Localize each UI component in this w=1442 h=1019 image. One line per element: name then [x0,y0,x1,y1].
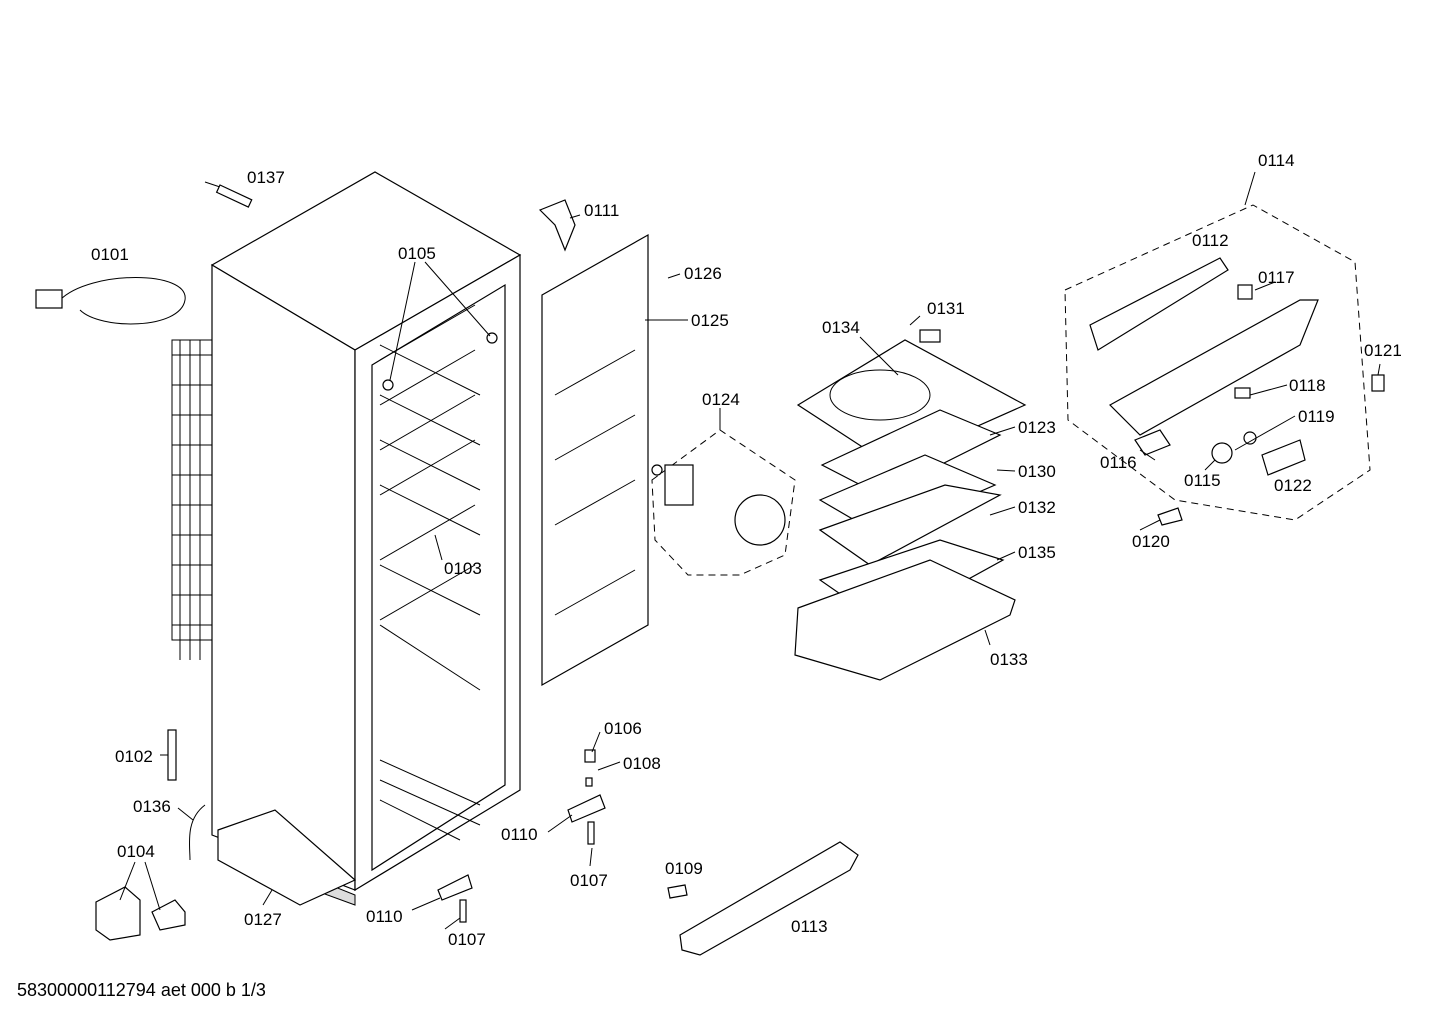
control-panel-outline [1064,204,1371,521]
part-label-0122: 0122 [1274,476,1312,495]
part-label-0123: 0123 [1018,418,1056,437]
part-label-0137: 0137 [247,168,285,187]
part-label-0110: 0110 [366,907,403,926]
control-panel [1089,257,1385,526]
part-label-0136: 0136 [133,797,171,816]
relay-box [95,886,186,941]
part-label-0127: 0127 [244,910,282,929]
part-label-0109: 0109 [665,859,703,878]
part-label-0111: 0111 [584,201,619,220]
part-label-0110: 0110 [501,825,538,844]
drier [167,729,177,781]
part-label-0133: 0133 [990,650,1028,669]
part-label-0135: 0135 [1018,543,1056,562]
part-label-0102: 0102 [115,747,153,766]
part-label-0112: 0112 [1192,231,1229,250]
evaporator-stack [794,329,1027,681]
part-labels: 0137 0101 0105 0111 0126 0125 0134 0131 … [91,151,1402,949]
leader-lines [119,171,1381,930]
part-label-0116: 0116 [1100,453,1137,472]
part-label-0132: 0132 [1018,498,1056,517]
part-label-0114: 0114 [1258,151,1295,170]
fan-assembly-outline [651,429,796,576]
document-code: 58300000112794 aet 000 b 1/3 [17,980,266,1000]
part-label-0134: 0134 [822,318,860,337]
clip [667,884,688,899]
hinge-bottom [437,749,606,923]
part-label-0107: 0107 [448,930,486,949]
part-label-0125: 0125 [691,311,729,330]
part-label-0113: 0113 [791,917,828,936]
part-label-0104: 0104 [117,842,155,861]
part-label-0106: 0106 [604,719,642,738]
part-label-0121: 0121 [1364,341,1402,360]
power-cord [35,277,186,325]
part-label-0108: 0108 [623,754,661,773]
part-label-0105: 0105 [398,244,436,263]
fan-assembly [651,464,786,546]
sensor [204,181,253,208]
part-label-0101: 0101 [91,245,129,264]
cabinet [210,171,522,906]
condenser-coil [171,339,213,660]
hinge-top [538,199,576,252]
part-label-0119: 0119 [1298,407,1335,426]
part-label-0130: 0130 [1018,462,1056,481]
part-label-0115: 0115 [1184,471,1221,490]
part-label-0103: 0103 [444,559,482,578]
part-label-0131: 0131 [927,299,965,318]
drain-hose [188,804,206,861]
part-label-0118: 0118 [1289,376,1326,395]
door-shelf [679,841,859,956]
part-label-0120: 0120 [1132,532,1170,551]
part-label-0124: 0124 [702,390,740,409]
part-label-0107: 0107 [570,871,608,890]
part-label-0117: 0117 [1258,268,1295,287]
door-panel [541,233,649,687]
part-label-0126: 0126 [684,264,722,283]
